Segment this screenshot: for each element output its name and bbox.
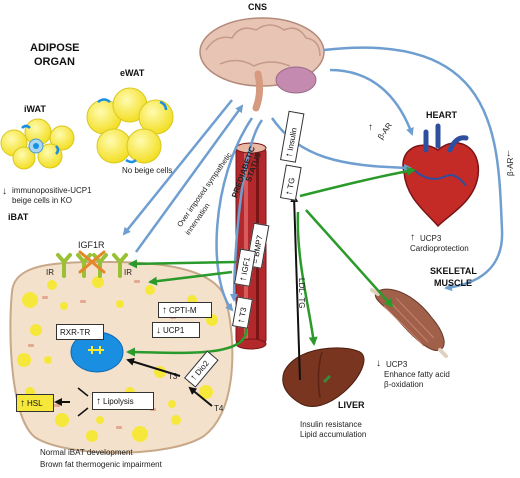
up-arrow-icon: ↑	[237, 275, 249, 283]
ucp3-muscle-label: UCP3	[386, 360, 408, 369]
up-arrow-icon: ↑	[283, 151, 295, 159]
no-beige-label: No beige cells	[122, 166, 173, 175]
liver-note-line2: Lipid accumulation	[300, 430, 367, 439]
hsl-text: HSL	[27, 398, 43, 408]
beta-ar-right-arrow: ↓	[506, 148, 511, 159]
adipose-label-line2: ORGAN	[34, 56, 75, 68]
footer-line1: Normal iBAT development	[40, 448, 133, 457]
t3-box-text: T3	[237, 306, 248, 318]
tg-text: TG	[285, 176, 297, 190]
ucp3-heart-label: UCP3	[420, 234, 442, 243]
arrow-vessel-to-ibat	[128, 259, 237, 269]
liver-label: LIVER	[338, 400, 365, 410]
arrow-cns-to-muscle	[323, 46, 504, 292]
up-arrow-icon: ↑	[235, 317, 247, 325]
ewat-label: eWAT	[120, 68, 145, 78]
rxr-tr-text: RXR-TR	[60, 327, 91, 337]
liver-note-line1: Insulin resistance	[300, 420, 362, 429]
cpti-text: CPTI-M	[169, 305, 197, 315]
cns-label: CNS	[248, 2, 268, 12]
arrow-liver-to-vessel	[290, 194, 301, 381]
heart-icon	[402, 123, 480, 228]
rxr-tr-box: RXR-TR	[56, 324, 104, 340]
receptor-ir-right-icon	[112, 253, 128, 278]
receptor-ir-left-icon	[56, 253, 72, 278]
arrow-cns-to-ibat	[122, 99, 233, 236]
ir-right-label: IR	[124, 268, 132, 277]
ibat-label: iBAT	[8, 212, 29, 222]
ucp1-text: UCP1	[163, 325, 185, 335]
arrow-dio2-to-nucleus	[126, 357, 181, 377]
igf1-text: IGF1	[239, 256, 252, 276]
t4-label: T4	[214, 404, 224, 413]
arrow-igf1-to-ibat	[148, 270, 233, 286]
iwat-adipocytes-icon	[0, 118, 75, 170]
skeletal-label-line1: SKELETAL	[430, 266, 477, 276]
lipolysis-text: Lipolysis	[103, 396, 134, 406]
cpti-box: ↑CPTI-M	[158, 302, 212, 318]
up-arrow-icon: ↑	[283, 189, 295, 197]
liver-icon	[282, 347, 365, 407]
fatty-acid-line2: β-oxidation	[384, 380, 424, 389]
iwat-note-line2: beige cells in KO	[12, 196, 73, 205]
iwat-note-line1: immunopositive-UCP1	[12, 186, 92, 195]
brain-icon	[199, 17, 325, 112]
up-arrow-icon: ↑	[96, 395, 101, 407]
up-arrow-icon: ↑	[162, 304, 167, 316]
up-arrow-icon: ↑	[20, 397, 25, 409]
beta-ar-heart-arrow: ↑	[368, 122, 373, 133]
arrow-vessel-to-heart	[299, 166, 416, 198]
arrow-cns-to-t3	[215, 117, 254, 312]
down-arrow-icon: ↓	[156, 324, 161, 336]
arrow-vessel-to-muscle	[305, 209, 394, 308]
insulin-text: Insulin	[285, 127, 299, 152]
heart-label: HEART	[426, 110, 457, 120]
fatty-acid-line1: Enhance fatty acid	[384, 370, 450, 379]
ucp3-muscle-arrow: ↓	[376, 358, 381, 369]
igf1r-label: IGF1R	[78, 240, 105, 250]
ucp1-box: ↓UCP1	[152, 322, 200, 338]
adipose-label-line1: ADIPOSE	[30, 42, 80, 54]
ir-left-label: IR	[46, 268, 54, 277]
iwat-label: iWAT	[24, 104, 46, 114]
arrow-cns-to-heart-top	[329, 68, 414, 136]
lipolysis-box: ↑Lipolysis	[92, 392, 154, 410]
iwat-down-arrow: ↓	[2, 186, 7, 197]
arrow-t4-to-dio2	[188, 386, 213, 407]
hsl-box: ↑HSL	[16, 394, 54, 412]
arrow-vessel-to-liver	[296, 211, 318, 346]
arrow-ibat-to-cns	[134, 104, 244, 253]
muscle-icon	[370, 288, 448, 358]
receptor-igf1r-icon	[76, 250, 108, 278]
ewat-adipocytes-icon	[86, 87, 174, 164]
ldl-tg-label: LDL- TG	[297, 278, 306, 309]
beta-ar-right-label: β-AR	[506, 157, 515, 176]
cardioprotection-label: Cardioprotection	[410, 244, 469, 253]
skeletal-label-line2: MUSCLE	[434, 278, 472, 288]
ucp3-heart-arrow: ↑	[410, 232, 415, 243]
arrow-cns-to-heart	[270, 117, 412, 172]
footer-line2: Brown fat thermogenic impairment	[40, 460, 162, 469]
t3-label: T3	[168, 372, 178, 381]
